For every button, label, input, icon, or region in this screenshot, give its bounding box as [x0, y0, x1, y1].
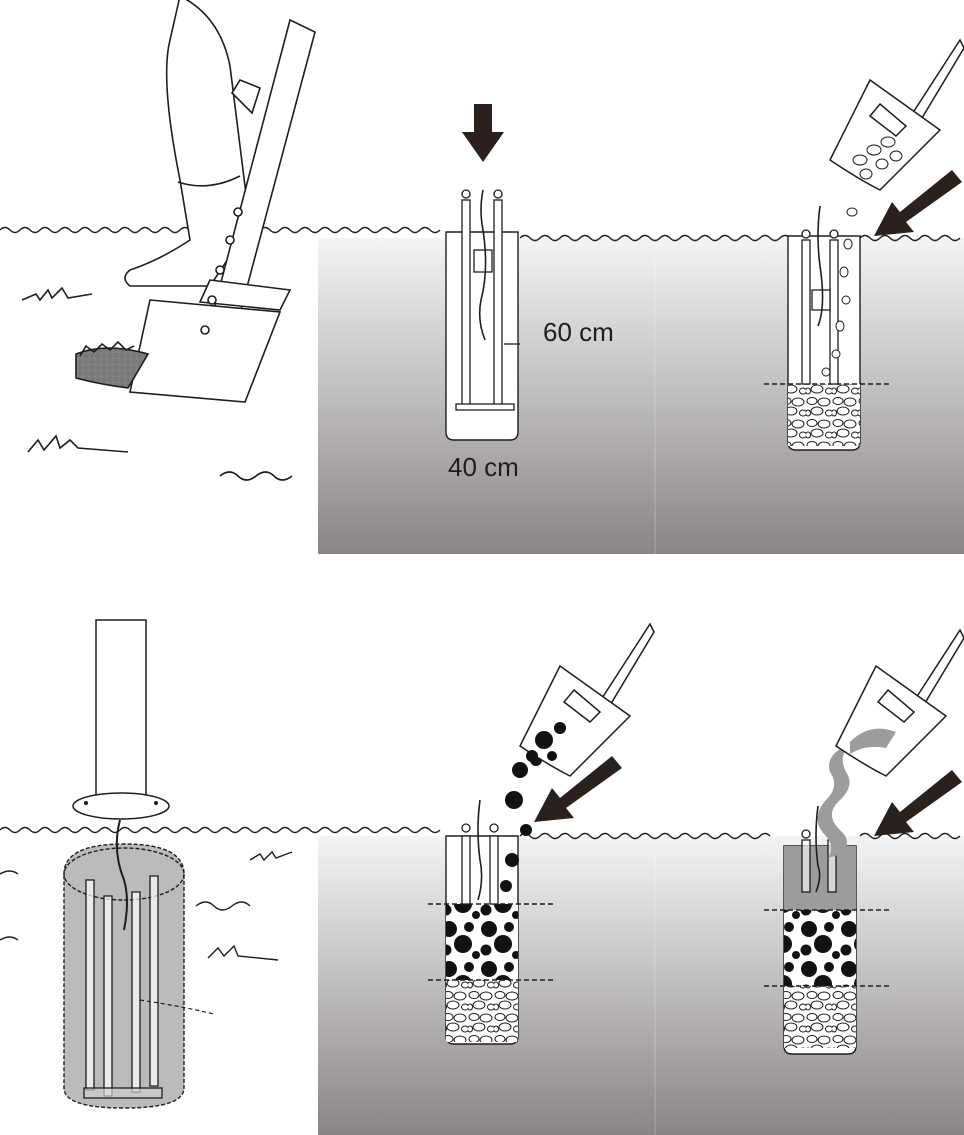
shovel: [835, 628, 964, 777]
grass-tufts: [21, 286, 293, 481]
falling-concrete: [817, 742, 856, 858]
falling-gravel: [821, 207, 858, 377]
depth-label: 60 cm: [543, 317, 614, 347]
pour-arrow: [534, 756, 622, 822]
gravel-in-shovel: [852, 136, 903, 180]
ground-line-bottom: [0, 826, 961, 840]
shovel: [829, 38, 964, 191]
coarse-layer: [784, 910, 856, 986]
step-dig-hole: [21, 0, 316, 481]
ground-panel-bottom: [318, 836, 964, 1135]
down-arrow: [462, 104, 504, 162]
post: [95, 619, 147, 811]
width-label: 40 cm: [448, 452, 519, 482]
leg: [124, 0, 251, 287]
base-plate: [72, 792, 170, 820]
shovel: [519, 622, 655, 777]
pour-arrow: [874, 170, 962, 236]
gravel-layer: [446, 980, 518, 1042]
step-post-mount: [0, 619, 293, 1109]
concrete-in-shovel: [850, 728, 896, 754]
ground-panel-top: [318, 238, 964, 554]
gravel-layer: [784, 986, 856, 1048]
step-concrete-pour: [764, 628, 964, 1055]
gravel-layer: [788, 384, 860, 446]
falling-soil: [500, 754, 542, 892]
step-coarse-fill: [428, 622, 655, 1045]
step-anchor-frame: 60 cm 40 cm: [445, 104, 614, 482]
pour-arrow: [874, 770, 962, 836]
coarse-layer: [446, 904, 518, 980]
step-gravel-fill: [764, 38, 964, 451]
shovel-blade: [129, 299, 282, 403]
soil-in-shovel: [526, 722, 566, 762]
